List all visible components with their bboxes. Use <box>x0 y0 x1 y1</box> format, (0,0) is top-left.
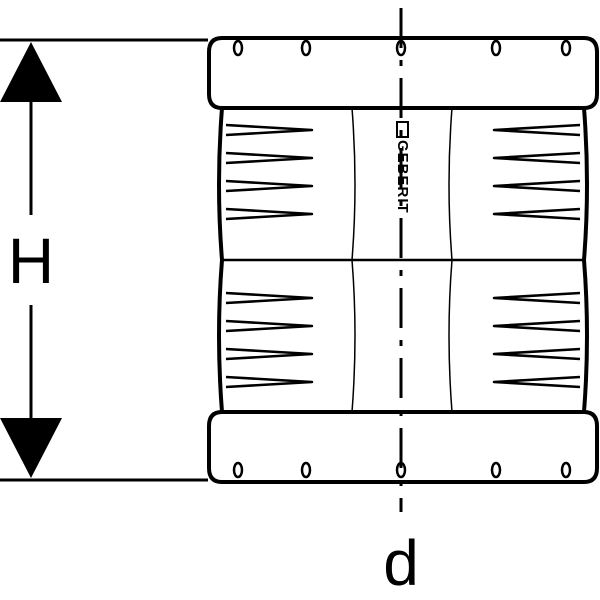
rib <box>225 123 314 137</box>
rib <box>492 123 581 137</box>
rib <box>492 207 581 221</box>
arrow-up-icon <box>0 42 62 102</box>
rib <box>225 375 314 389</box>
ribs-bottom-right <box>492 291 581 389</box>
rib <box>492 319 581 333</box>
collar-notch <box>560 461 572 479</box>
collar-notch <box>560 39 572 57</box>
collar-notch <box>232 39 244 57</box>
rib <box>492 151 581 165</box>
collar-notch <box>490 39 502 57</box>
logo-mark-icon <box>396 121 409 138</box>
height-label: H <box>8 225 54 297</box>
ribs-top-right <box>492 123 581 221</box>
rib <box>225 347 314 361</box>
rib <box>225 291 314 305</box>
arrow-down-icon <box>0 418 62 478</box>
logo-panel-right-edge <box>448 107 453 413</box>
collar-notch <box>300 39 312 57</box>
rib <box>492 375 581 389</box>
rib <box>225 151 314 165</box>
bottom-collar-notches <box>232 461 572 479</box>
rib <box>492 179 581 193</box>
collar-notch <box>300 461 312 479</box>
logo-panel-left-edge <box>351 107 356 413</box>
rib <box>492 347 581 361</box>
ribs-top-left <box>225 123 314 221</box>
collar-notch <box>490 461 502 479</box>
rib <box>225 319 314 333</box>
ribs-bottom-left <box>225 291 314 389</box>
rib <box>492 291 581 305</box>
rib <box>225 179 314 193</box>
top-collar-notches <box>232 39 572 57</box>
rib <box>225 207 314 221</box>
diameter-label: d <box>383 527 419 599</box>
collar-notch <box>232 461 244 479</box>
